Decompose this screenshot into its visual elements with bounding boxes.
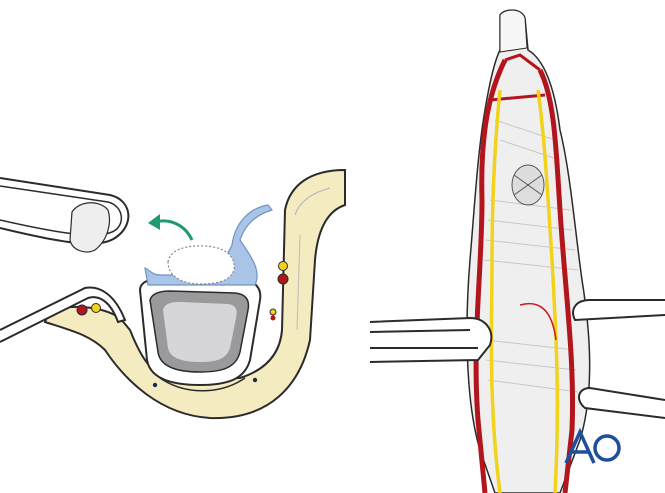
retractor-icon (0, 286, 127, 343)
artery-icon (473, 58, 508, 493)
nerve-icon (536, 89, 560, 493)
bone-fragment (167, 245, 235, 285)
artery-icon (537, 68, 576, 493)
retractor-icon (572, 299, 665, 419)
ao-logo (564, 427, 621, 464)
soft-tissue (43, 168, 346, 420)
artery-icon (277, 273, 289, 285)
finger-panel (369, 9, 665, 493)
nerve-icon (489, 89, 502, 493)
periosteum (144, 204, 274, 286)
nerve-icon (278, 261, 288, 271)
retractor-icon (369, 316, 493, 363)
artery-icon (76, 304, 88, 316)
retractor-icon (0, 177, 130, 245)
rotation-arrow-icon (154, 219, 194, 241)
incision-line (519, 302, 557, 341)
cross-section-panel (0, 168, 346, 420)
nerve-icon (91, 303, 101, 313)
